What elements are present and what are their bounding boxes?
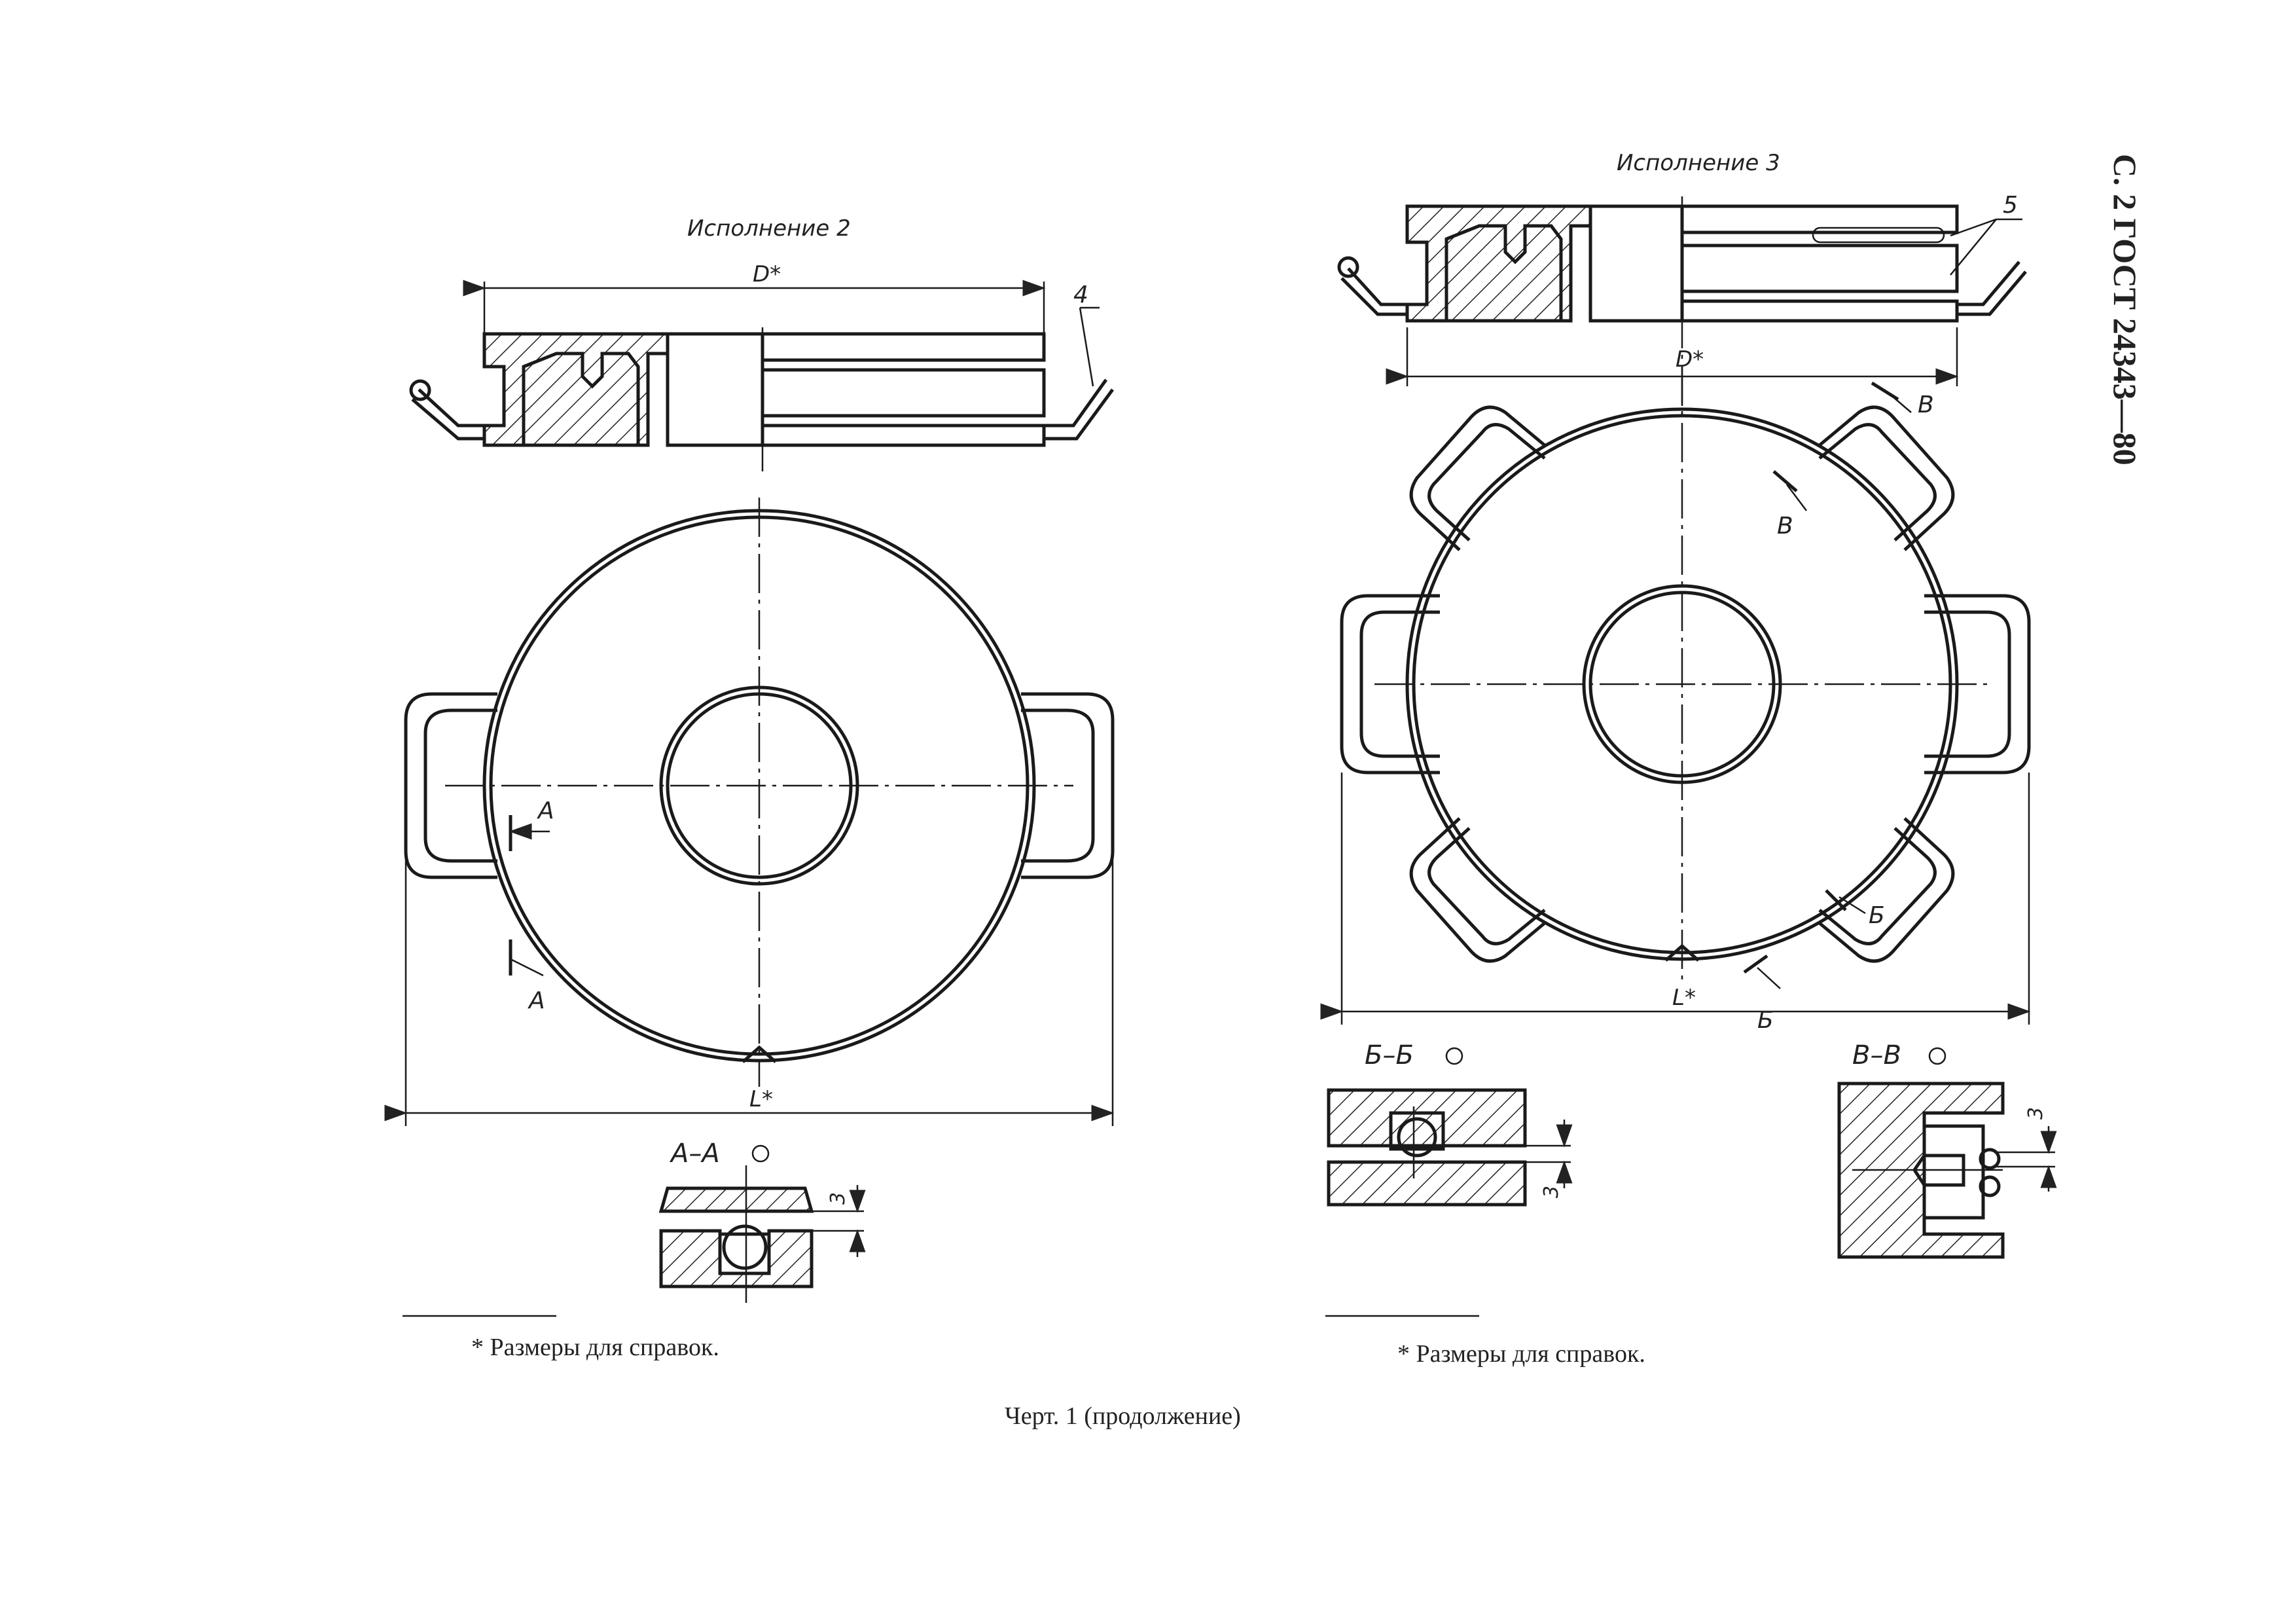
variant2-dim-D: D* [753,261,781,287]
variant2-footnote: * Размеры для справок. [471,1334,719,1361]
variant3-handle-br [1818,817,1955,963]
variant3-handle-right [1924,594,2031,775]
variant3-leader-5: 5 [2003,192,2018,219]
variant2-section-mark-top: А [537,797,554,824]
variant3-footnote: * Размеры для справок. [1397,1340,1645,1368]
variant3-title: Исполнение 3 [1617,150,1780,176]
variant3-handle-tl [1409,405,1546,551]
variant3-dim-D: D* [1676,346,1704,373]
variant3-section-B-label: Б–Б [1365,1040,1414,1070]
variant2-section-dim: 3 [827,1192,850,1205]
variant3-dim-L: L* [1672,985,1696,1011]
variant3-mark-B-bottom: Б [1757,1007,1774,1034]
variant3-section-V-label: В–В [1852,1040,1901,1070]
variant3-section-V-dim: 3 [2024,1107,2047,1120]
variant2-title: Исполнение 2 [687,215,851,242]
variant2-section-mark-bottom: А [528,987,545,1014]
page-header: С. 2 ГОСТ 24343—80 [2107,154,2144,465]
variant3-mark-B-right: Б [1869,902,1885,929]
variant3-mark-V-top: В [1918,392,1934,418]
variant2-leader-4: 4 [1073,282,1088,308]
variant2-handle-right [1021,692,1115,879]
variant2-handle-left [404,692,497,879]
variant3-drawing: Исполнение 3 5 D* [1320,150,2057,1368]
variant3-mark-V-bottom: В [1777,513,1793,539]
variant3-handle-left [1340,594,1440,775]
variant3-section-B-dim: 3 [1540,1186,1563,1198]
variant3-handle-bl [1409,817,1546,963]
figure-caption: Черт. 1 (продолжение) [1005,1402,1241,1430]
variant3-handle-tr [1818,405,1955,551]
variant2-drawing: Исполнение 2 D* 4 [384,215,1115,1361]
variant2-dim-L: L* [749,1086,773,1112]
variant2-section-label: А–А [669,1139,720,1169]
